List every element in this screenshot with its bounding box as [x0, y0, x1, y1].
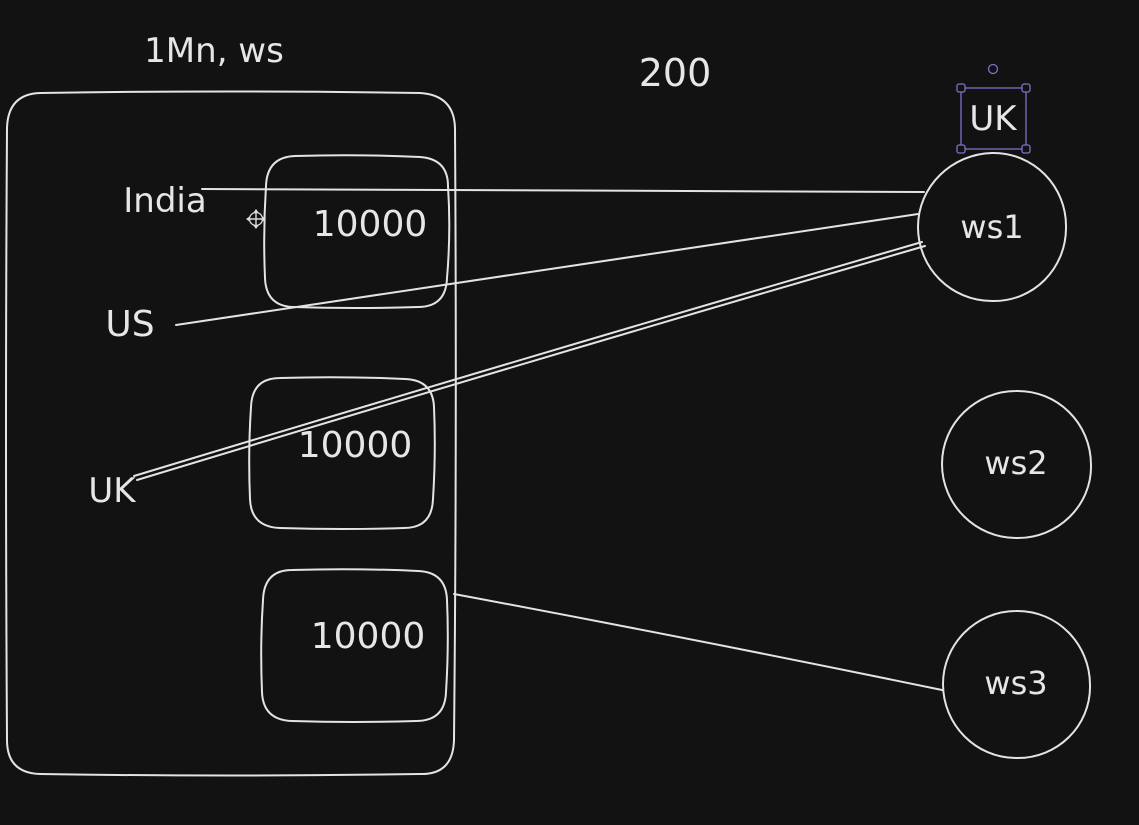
server-label-ws2: ws2 — [984, 444, 1047, 482]
country-label-uk: UK — [88, 471, 137, 511]
country-label-us: US — [105, 304, 154, 345]
title-label: 1Mn, ws — [144, 31, 284, 71]
shard-box-3[interactable]: 10000 — [260, 568, 449, 723]
country-label-india: India — [123, 181, 206, 221]
line-shard3-ws3[interactable] — [453, 593, 943, 691]
server-ws1[interactable]: ws1 — [917, 151, 1068, 303]
shard-box-2[interactable]: 10000 — [248, 376, 436, 530]
move-cursor-icon — [246, 209, 266, 229]
line-uk-ws1[interactable] — [133, 241, 923, 477]
count-label: 200 — [639, 51, 712, 95]
selection-frame — [960, 87, 1027, 150]
server-label-ws1: ws1 — [960, 208, 1023, 246]
cluster-container[interactable] — [5, 90, 457, 777]
shard-label-1: 10000 — [313, 204, 428, 245]
resize-handle-bottom-left[interactable] — [956, 144, 966, 154]
selected-label-uk: UK — [969, 99, 1018, 139]
shard-label-3: 10000 — [311, 616, 426, 657]
selected-uk-element[interactable]: UK — [956, 63, 1031, 154]
shard-box-1[interactable]: 10000 — [263, 154, 451, 309]
rotate-handle[interactable] — [987, 63, 999, 75]
resize-handle-bottom-right[interactable] — [1021, 144, 1031, 154]
server-ws3[interactable]: ws3 — [942, 609, 1092, 760]
server-ws2[interactable]: ws2 — [941, 389, 1093, 540]
resize-handle-top-right[interactable] — [1021, 83, 1031, 93]
resize-handle-top-left[interactable] — [956, 83, 966, 93]
line-uk-ws1-double — [136, 245, 926, 481]
line-india-ws1[interactable] — [201, 188, 925, 193]
shard-label-2: 10000 — [298, 425, 413, 466]
server-label-ws3: ws3 — [984, 664, 1047, 702]
line-us-ws1[interactable] — [175, 213, 919, 326]
